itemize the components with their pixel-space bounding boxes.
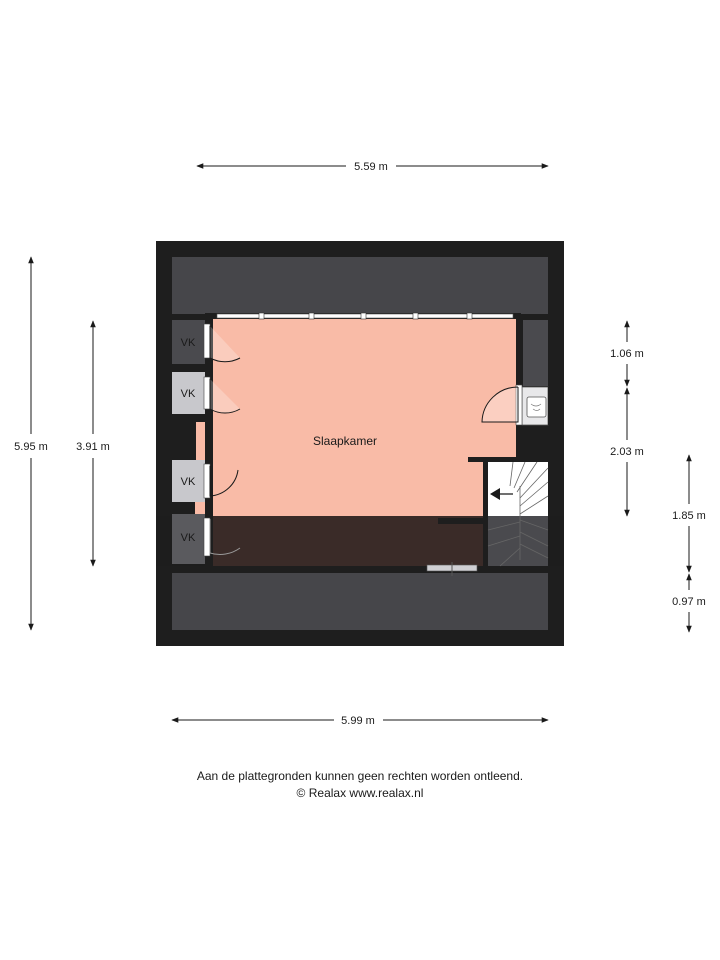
closet-1: VK [172, 320, 211, 364]
dim-label-right-upper: 1.06 m [610, 348, 644, 360]
dormer-window [216, 312, 514, 320]
closet-3: VK [172, 460, 211, 502]
slaapkamer-room [195, 319, 518, 516]
closet-label-3: VK [181, 476, 196, 488]
dimension-lines [28, 163, 692, 723]
dim-label-left-inner: 3.91 m [76, 441, 110, 453]
dim-label-bottom: 5.99 m [341, 715, 375, 727]
dim-label-left-outer: 5.95 m [14, 441, 48, 453]
dim-label-top: 5.59 m [354, 161, 388, 173]
eaves-top [172, 257, 548, 314]
low-ceiling-room [213, 516, 483, 566]
bottom-window [426, 562, 478, 576]
closet-label-2: VK [181, 388, 196, 400]
dim-label-right-lower: 1.85 m [672, 510, 706, 522]
closet-label-1: VK [181, 337, 196, 349]
right-knee-storage [523, 320, 548, 386]
door-swing-right [481, 384, 523, 426]
dim-label-right-bottom: 0.97 m [672, 596, 706, 608]
disclaimer-text: Aan de plattegronden kunnen geen rechten… [196, 769, 524, 783]
closet-label-4: VK [181, 532, 196, 544]
staircase [487, 461, 549, 567]
stair-direction-arrow-icon [490, 488, 513, 500]
closet-2: VK [172, 372, 211, 414]
closet-4: VK [172, 514, 211, 564]
eaves-bottom [172, 573, 548, 630]
sink [521, 386, 549, 426]
closet-door-swings [209, 326, 241, 555]
copyright-text: © Realax www.realax.nl [296, 786, 424, 800]
dimension-labels: 5.59 m 5.99 m 5.95 m 3.91 m 1.06 m 2.03 … [14, 161, 706, 727]
dim-label-right-middle: 2.03 m [610, 446, 644, 458]
room-label-slaapkamer: Slaapkamer [313, 434, 377, 448]
